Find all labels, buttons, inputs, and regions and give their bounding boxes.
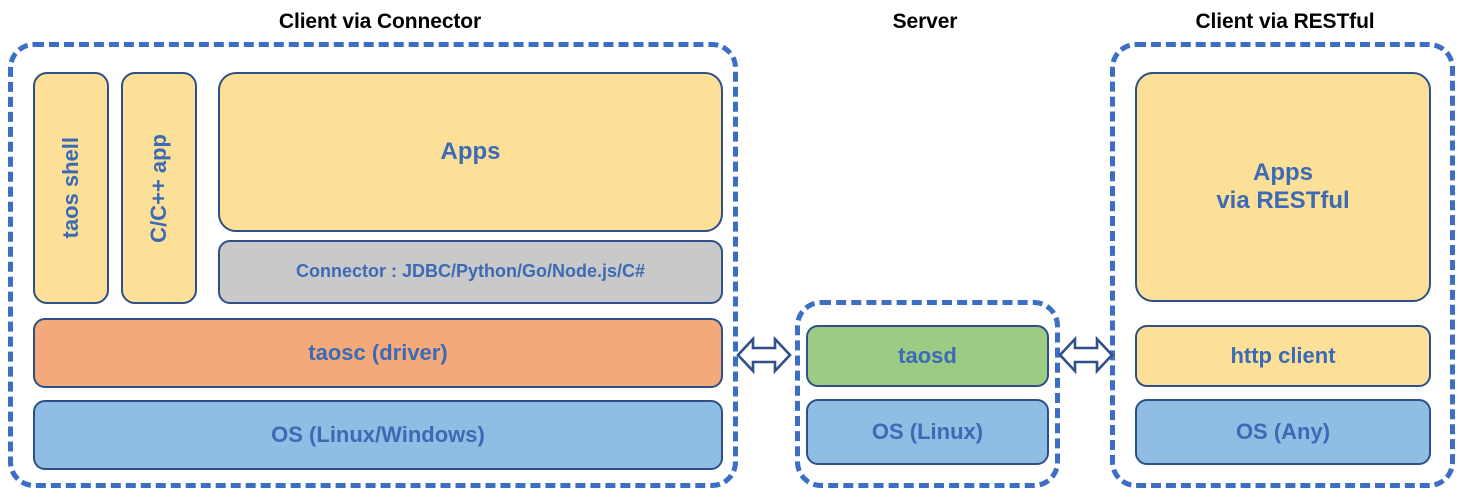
bidirectional-arrow-icon-right [1058,335,1114,375]
node-os-linux[interactable]: OS (Linux) [806,399,1049,465]
panel-title-server: Server [892,10,958,33]
node-os-linux-windows[interactable]: OS (Linux/Windows) [33,400,723,470]
panel-title-client-restful: Client via RESTful [1195,10,1375,33]
panel-title-client-connector: Client via Connector [278,10,482,33]
node-taos-shell-label: taos shell [58,137,84,239]
group-client-via-restful [1110,42,1455,488]
node-apps-via-restful[interactable]: Apps via RESTful [1135,72,1431,302]
group-client-via-connector [8,42,738,488]
node-taosc-driver[interactable]: taosc (driver) [33,318,723,388]
node-http-client[interactable]: http client [1135,325,1431,387]
node-os-any[interactable]: OS (Any) [1135,399,1431,465]
node-c-cpp-app[interactable]: C/C++ app [121,72,197,304]
bidirectional-arrow-icon-left [736,335,792,375]
node-taosd[interactable]: taosd [806,325,1049,387]
node-c-cpp-app-label: C/C++ app [146,133,172,243]
node-connector-libraries[interactable]: Connector : JDBC/Python/Go/Node.js/C# [218,240,723,304]
group-server [795,300,1060,488]
node-apps[interactable]: Apps [218,72,723,232]
node-taos-shell[interactable]: taos shell [33,72,109,304]
